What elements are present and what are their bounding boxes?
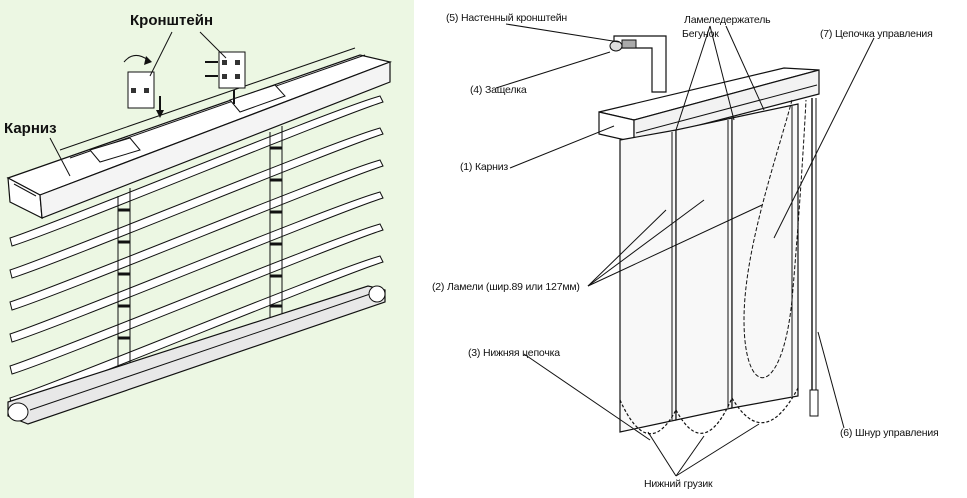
label-bracket: Кронштейн — [130, 12, 214, 29]
horizontal-blinds-panel: Кронштейн Карниз — [0, 0, 414, 498]
leader-bracket-left — [149, 31, 173, 77]
label-latch: (4) Защелка — [470, 84, 527, 96]
bracket-right — [205, 51, 246, 104]
vertical-blinds-panel: (5) Настенный кронштейн Ламеледержатель … — [414, 0, 967, 498]
control-chain — [743, 99, 807, 379]
ladder-cords — [117, 126, 283, 385]
bottom-rail — [7, 285, 386, 425]
label-slats: (2) Ламели (шир.89 или 127мм) — [432, 281, 580, 293]
label-cornice-left: Карниз — [4, 120, 57, 137]
vertical-blinds-drawing — [495, 23, 875, 477]
label-bottom-chain: (3) Нижняя цепочка — [468, 347, 560, 359]
label-slat-holder: Ламеледержатель — [684, 14, 771, 26]
bracket-left — [123, 55, 164, 118]
wall-bracket — [609, 35, 667, 93]
label-control-cord: (6) Шнур управления — [840, 427, 939, 439]
label-runner: Бегунок — [682, 28, 719, 40]
bottom-chain — [619, 387, 799, 435]
control-cord — [809, 98, 819, 417]
leader-lines — [495, 23, 875, 477]
leader-bracket-right — [199, 31, 227, 59]
label-control-chain: (7) Цепочка управления — [820, 28, 933, 40]
leader-cornice — [49, 137, 71, 177]
slats — [9, 95, 384, 407]
top-cornice-rail — [6, 47, 393, 220]
label-cornice-right: (1) Карниз — [460, 161, 509, 173]
horizontal-blinds-drawing — [6, 31, 393, 425]
vanes — [619, 103, 799, 433]
label-bottom-weight: Нижний грузик — [644, 478, 713, 490]
headrail — [598, 67, 820, 143]
label-wall-bracket: (5) Настенный кронштейн — [446, 12, 567, 24]
